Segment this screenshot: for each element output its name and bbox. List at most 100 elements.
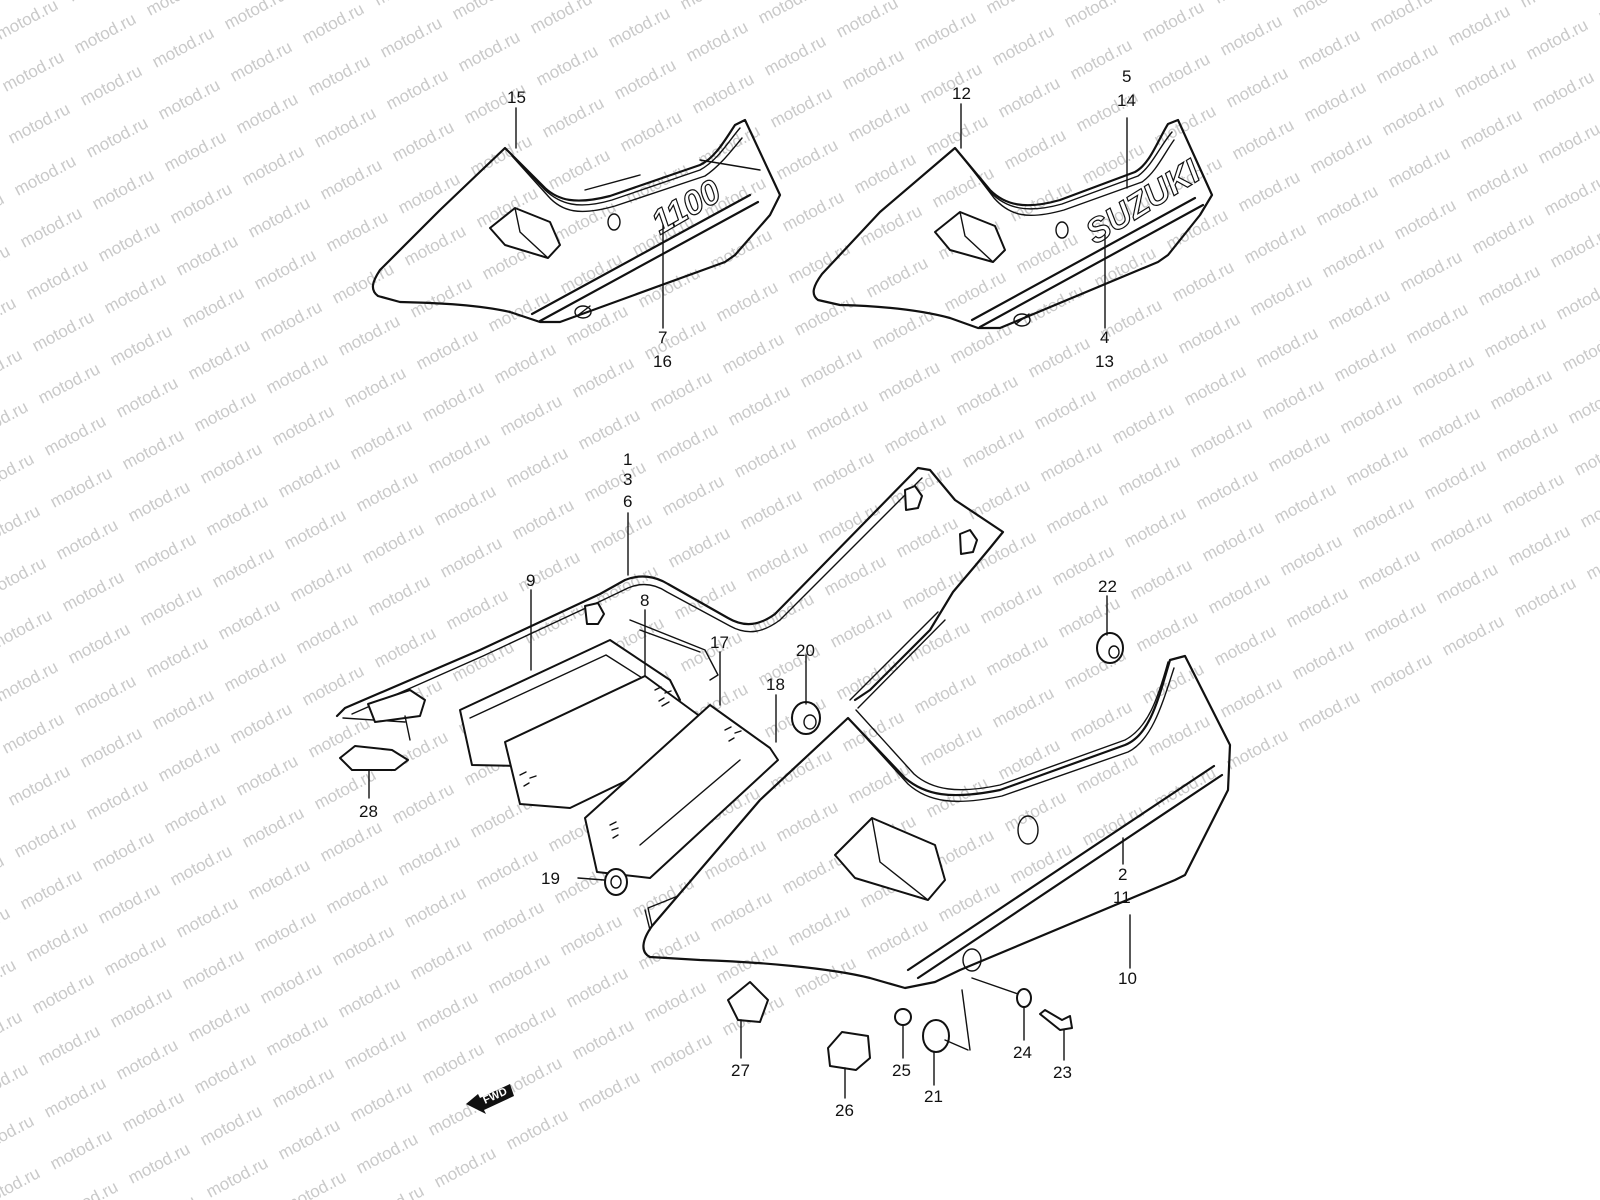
watermark-text: motod.ru — [257, 959, 325, 1007]
watermark-text: motod.ru — [965, 475, 1033, 523]
watermark-text: motod.ru — [545, 145, 613, 193]
watermark-text: motod.ru — [1499, 469, 1567, 517]
watermark-text: motod.ru — [83, 113, 151, 161]
watermark-text: motod.ru — [1061, 0, 1129, 32]
watermark-text: motod.ru — [893, 513, 961, 561]
tray-panels — [459, 619, 779, 879]
watermark-text: motod.ru — [323, 869, 391, 917]
watermark-text: motod.ru — [221, 647, 289, 695]
watermark-text: motod.ru — [1379, 91, 1447, 139]
watermark-text: motod.ru — [407, 935, 475, 983]
watermark-text: motod.ru — [923, 111, 991, 159]
watermark-text: motod.ru — [1139, 0, 1207, 46]
callout-16: 16 — [653, 352, 672, 371]
watermark-text: motod.ru — [359, 1181, 427, 1200]
watermark-text: motod.ru — [1217, 673, 1285, 721]
watermark-text: motod.ru — [1373, 39, 1441, 87]
watermark-text: motod.ru — [419, 1039, 487, 1087]
watermark-text: motod.ru — [0, 955, 19, 1003]
watermark-text: motod.ru — [179, 945, 247, 993]
watermark-text: motod.ru — [281, 1167, 349, 1200]
watermark-text: motod.ru — [1409, 351, 1477, 399]
watermark-text: motod.ru — [1211, 621, 1279, 669]
cushion-27 — [727, 981, 769, 1023]
watermark-text: motod.ru — [227, 37, 295, 85]
watermark-text: motod.ru — [995, 735, 1063, 783]
watermark-text: motod.ru — [0, 1007, 25, 1055]
grommet-19 — [604, 868, 628, 896]
watermark-text: motod.ru — [71, 671, 139, 719]
watermark-text: motod.ru — [197, 439, 265, 487]
watermark-text: motod.ru — [1193, 465, 1261, 513]
watermark-text: motod.ru — [1349, 493, 1417, 541]
watermark-text: motod.ru — [1391, 195, 1459, 243]
watermark-text: motod.ru — [533, 41, 601, 89]
watermark-text: motod.ru — [215, 595, 283, 643]
watermark-text: motod.ru — [437, 533, 505, 581]
watermark-text: motod.ru — [635, 263, 703, 311]
watermark-text: motod.ru — [1433, 559, 1501, 607]
watermark-text: motod.ru — [5, 761, 73, 809]
watermark-text: motod.ru — [395, 169, 463, 217]
watermark-text: motod.ru — [233, 89, 301, 137]
watermark-text: motod.ru — [1565, 379, 1600, 427]
callout-19: 19 — [541, 869, 560, 888]
watermark-text: motod.ru — [431, 481, 499, 529]
watermark-text: motod.ru — [767, 745, 835, 793]
callout-23: 23 — [1053, 1063, 1072, 1082]
watermark-text: motod.ru — [851, 149, 919, 197]
callout-labels: 15 7 16 12 5 14 4 13 1 3 6 9 8 17 18 20 … — [359, 67, 1137, 1120]
watermark-text: motod.ru — [1361, 597, 1429, 645]
watermark-text: motod.ru — [143, 633, 211, 681]
watermark-text: motod.ru — [935, 877, 1003, 925]
watermark-text: motod.ru — [1283, 583, 1351, 631]
watermark-text: motod.ru — [863, 915, 931, 963]
watermark-text: motod.ru — [983, 0, 1051, 18]
watermark-text: motod.ru — [155, 75, 223, 123]
watermark-text: motod.ru — [707, 887, 775, 935]
watermark-text: motod.ru — [905, 617, 973, 665]
watermark-text: motod.ru — [293, 609, 361, 657]
watermark-text: motod.ru — [971, 527, 1039, 575]
watermark-text: motod.ru — [419, 377, 487, 425]
callout-6: 6 — [623, 492, 632, 511]
watermark-text: motod.ru — [581, 457, 649, 505]
watermark-text: motod.ru — [239, 141, 307, 189]
watermark-text: motod.ru — [1289, 635, 1357, 683]
watermark-text: motod.ru — [1169, 257, 1237, 305]
watermark-text: motod.ru — [107, 321, 175, 369]
watermark-text: motod.ru — [1451, 53, 1519, 101]
watermark-text: motod.ru — [77, 61, 145, 109]
watermark-text: motod.ru — [509, 495, 577, 543]
watermark-text: motod.ru — [785, 901, 853, 949]
watermark-text: motod.ru — [497, 391, 565, 439]
watermark-text: motod.ru — [1469, 209, 1537, 257]
callout-17: 17 — [710, 633, 729, 652]
watermark-text: motod.ru — [1493, 417, 1561, 465]
callout-26: 26 — [835, 1101, 854, 1120]
watermark-text: motod.ru — [899, 565, 967, 613]
watermark-text: motod.ru — [251, 907, 319, 955]
watermark-text: motod.ru — [17, 203, 85, 251]
watermark-text: motod.ru — [365, 571, 433, 619]
watermark-text: motod.ru — [1301, 77, 1369, 125]
watermark-text: motod.ru — [989, 21, 1057, 69]
watermark-text: motod.ru — [1343, 441, 1411, 489]
watermark-text: motod.ru — [251, 245, 319, 293]
watermark-text: motod.ru — [1229, 115, 1297, 163]
watermark-text: motod.ru — [1325, 285, 1393, 333]
watermark-text: motod.ru — [1517, 0, 1585, 12]
watermark-text: motod.ru — [53, 1177, 121, 1200]
watermark-text: motod.ru — [1067, 697, 1135, 745]
watermark-text: motod.ru — [1355, 545, 1423, 593]
watermark-text: motod.ru — [89, 827, 157, 875]
watermark-text: motod.ru — [347, 1077, 415, 1125]
watermark-text: motod.ru — [863, 253, 931, 301]
watermark-text: motod.ru — [0, 501, 43, 549]
watermark-text: motod.ru — [1223, 725, 1291, 773]
watermark-text: motod.ru — [677, 0, 745, 14]
callout-12: 12 — [952, 84, 971, 103]
watermark-text: motod.ru — [329, 259, 397, 307]
callout-8: 8 — [640, 591, 649, 610]
watermark-text: motod.ru — [1337, 389, 1405, 437]
